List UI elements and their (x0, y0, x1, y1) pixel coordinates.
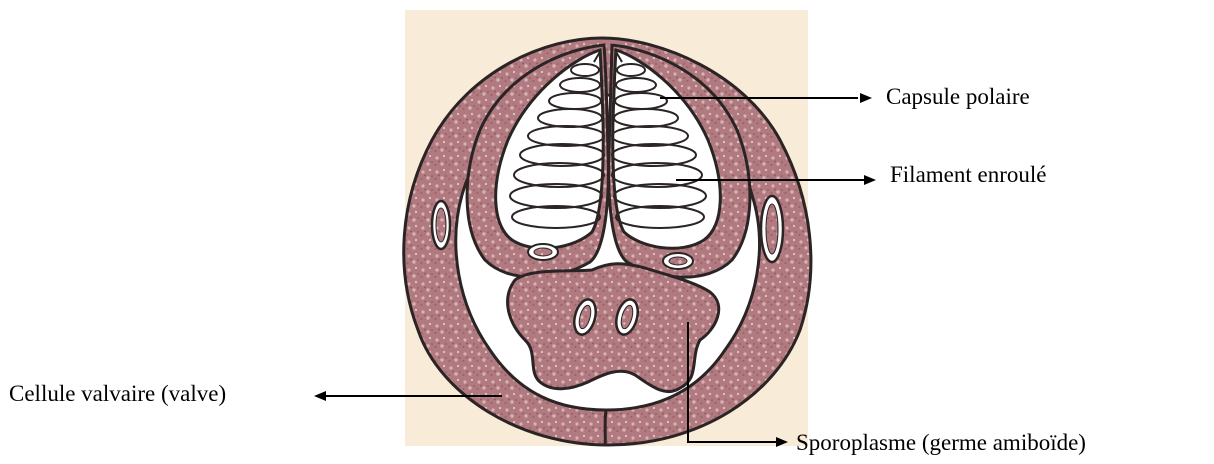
label-cellule-valvaire: Cellule valvaire (valve) (9, 382, 226, 405)
label-filament-enroule: Filament enroulé (890, 163, 1047, 186)
valve-suture (605, 410, 606, 445)
label-capsule-polaire: Capsule polaire (886, 85, 1030, 108)
label-sporoplasme: Sporoplasme (germe amiboïde) (796, 431, 1086, 454)
